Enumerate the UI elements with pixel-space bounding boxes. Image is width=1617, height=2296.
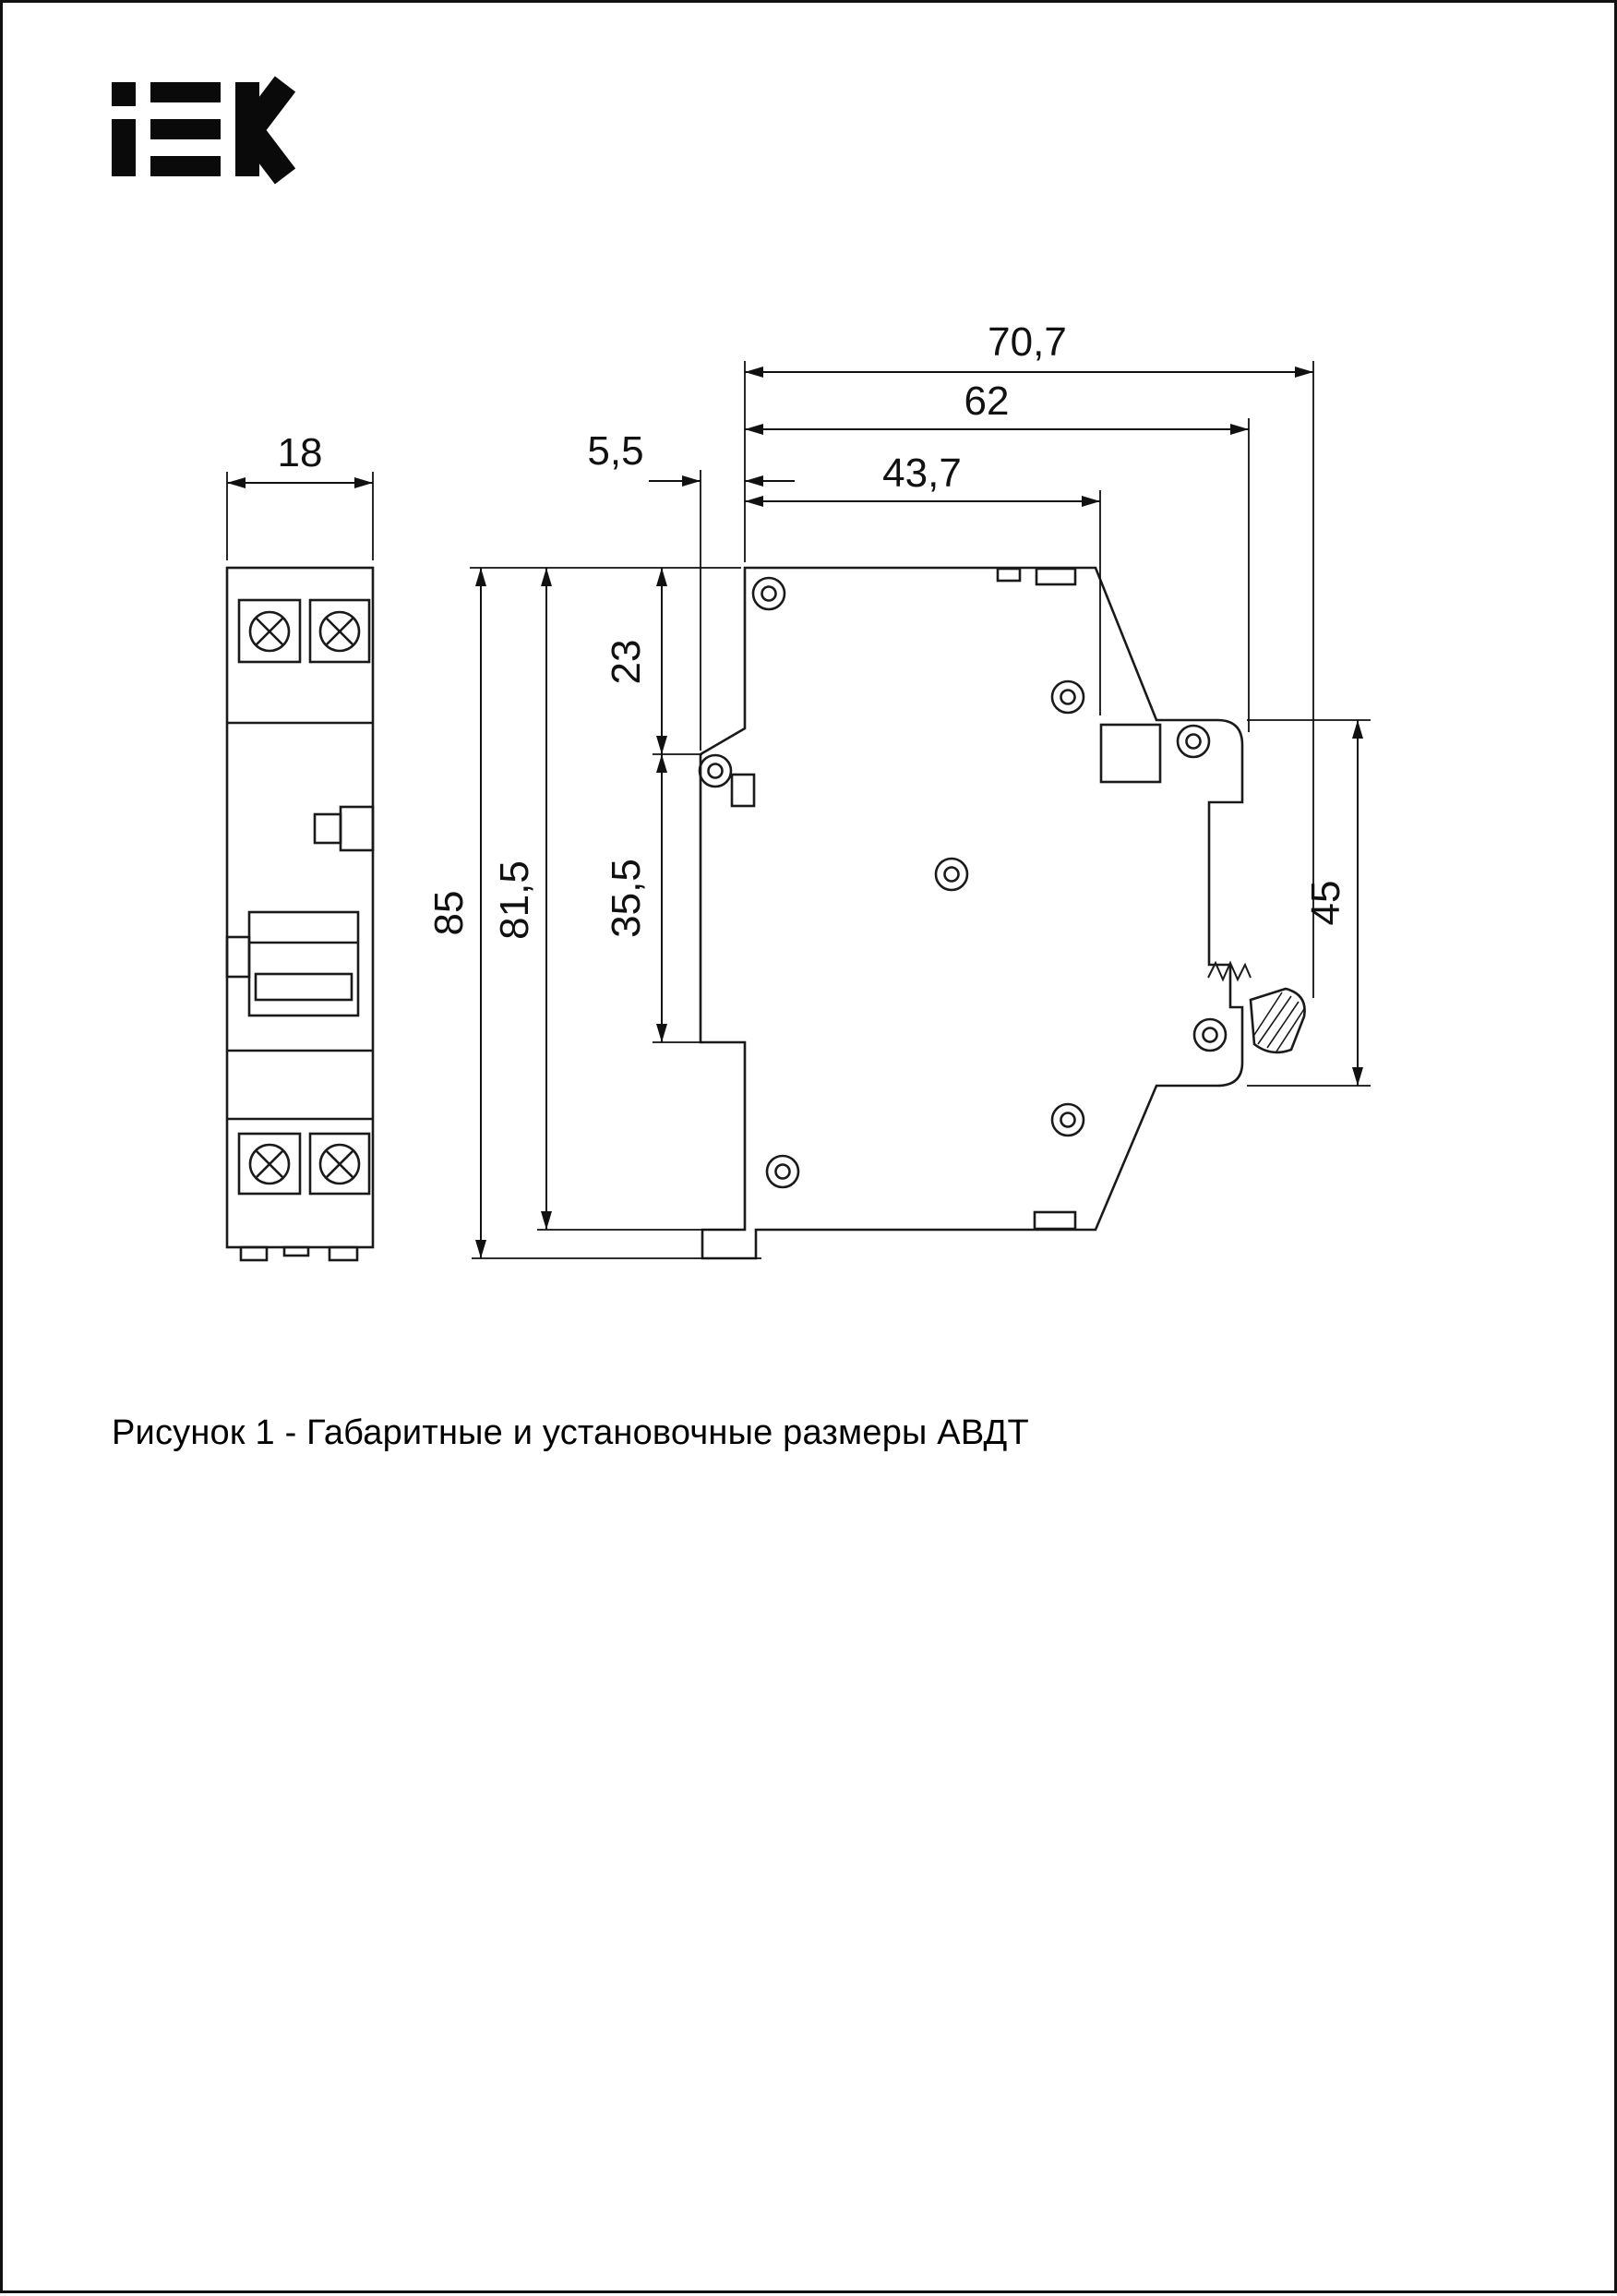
rivet [1050,679,1085,715]
rivet [1050,1102,1085,1137]
rivet [934,857,969,892]
dim-total-depth-label: 70,7 [988,319,1067,365]
screw [248,1143,291,1185]
screw [318,1143,361,1185]
dim-body-depth-label: 62 [964,379,1010,424]
vent-slit [1033,1210,1077,1231]
dim-din-height-label: 45 [1303,881,1348,926]
rivet [751,576,786,611]
figure-caption: Рисунок 1 - Габаритные и установочные ра… [112,1413,1029,1452]
dim-nose-height-label: 35,5 [604,859,649,938]
foot [328,1245,359,1262]
terminal-bottom-left [237,1132,302,1196]
logo-e-bar [150,156,221,176]
dim-body-height: 81,5 [492,568,552,1230]
dim-din-height: 45 [1303,720,1363,1086]
rivet [1192,1017,1228,1052]
screw [318,610,361,653]
extension-lines [226,361,1371,1259]
logo-i-dot [112,82,136,106]
latch-knob-hatch [1253,992,1305,1052]
terminal-top-left [237,598,302,664]
dim-front-depth: 43,7 [745,451,1100,507]
logo-e-bar [150,82,221,102]
rivet [765,1154,800,1189]
iek-logo [112,76,296,185]
latch-spring [1207,960,1252,982]
logo-k-leg [239,122,296,185]
toggle-housing [247,910,360,1017]
dim-nose-step: 5,5 [587,428,795,487]
dim-body-depth: 62 [745,379,1249,435]
rivet [698,753,733,788]
front-view [225,566,375,1262]
dim-top-to-nose-label: 23 [604,640,649,685]
side-tab [225,935,251,979]
dim-total-height: 85 [426,568,486,1258]
logo-i-stem [112,119,136,176]
vent-slit [1035,567,1077,586]
foot [282,1245,310,1257]
foot [239,1245,269,1262]
din-recess [1099,723,1162,784]
logo-k-arm [239,76,296,138]
test-button-outer [339,805,375,852]
dim-nose-height: 35,5 [604,754,667,1042]
vent-slit [996,567,1022,583]
din-latch-knob [1249,987,1306,1054]
rivet [1176,724,1211,759]
dim-total-height-label: 85 [426,891,472,936]
terminal-bottom-right [308,1132,371,1196]
logo-e-bar [150,119,221,139]
dim-top-to-nose: 23 [604,568,667,754]
test-button-inner [313,812,342,845]
dimension-drawing: 70,7 62 43,7 18 5,5 85 81 [112,76,1371,1262]
dim-front-depth-label: 43,7 [882,451,962,496]
dim-nose-step-label: 5,5 [587,428,643,474]
side-view [698,566,1306,1260]
dim-body-height-label: 81,5 [492,860,537,940]
toggle-lever [254,972,353,1002]
dim-front-width: 18 [227,430,373,488]
dim-front-width-label: 18 [278,430,323,475]
toggle-tip [730,773,756,808]
terminal-top-right [308,598,371,664]
dimensions: 70,7 62 43,7 18 5,5 85 81 [226,319,1371,1259]
screw [248,610,291,653]
dim-total-depth: 70,7 [745,319,1313,378]
